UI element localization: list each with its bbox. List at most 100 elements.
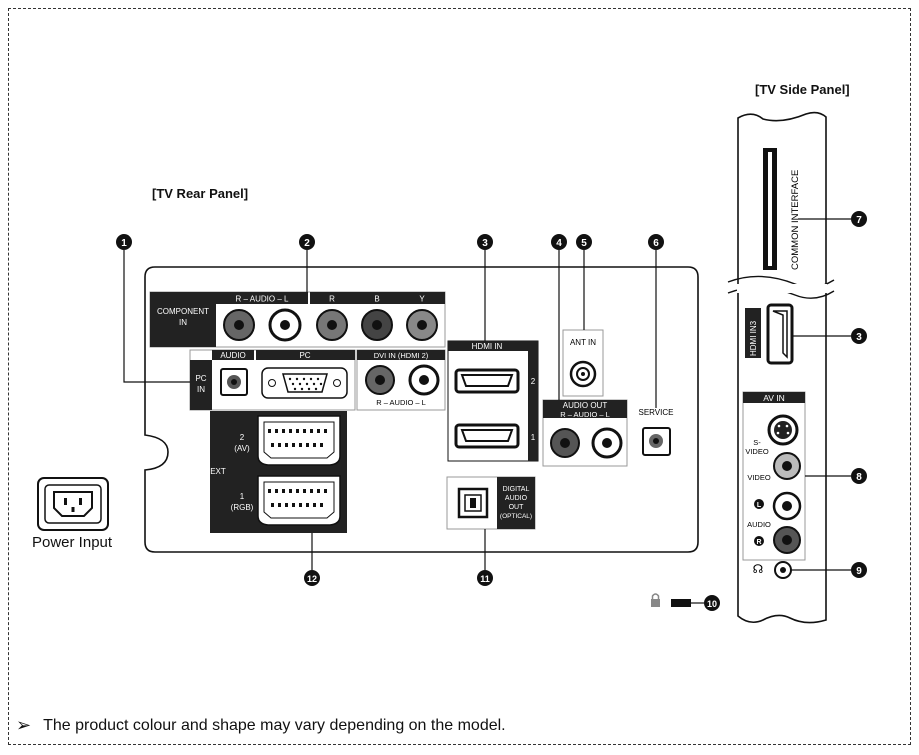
svg-text:2: 2 [304, 238, 310, 249]
svg-text:7: 7 [856, 215, 862, 226]
s-video-label-a: S- [753, 438, 761, 447]
callout-8: 8 [851, 468, 867, 484]
ext-1-label-b: (RGB) [231, 503, 254, 512]
ant-block [562, 329, 604, 397]
audio-out-jack-r [550, 428, 580, 458]
footer-note-text: The product colour and shape may vary de… [43, 716, 506, 734]
hdmi-1-label: 1 [531, 433, 536, 442]
hdmi-port-2 [454, 368, 520, 394]
vga-port [261, 367, 348, 399]
svg-text:8: 8 [856, 472, 862, 483]
ext-1-label-a: 1 [240, 492, 245, 501]
audio-l-badge: L [754, 499, 764, 509]
side-panel-title: [TV Side Panel] [755, 82, 850, 97]
rear-panel-title: [TV Rear Panel] [152, 186, 249, 201]
component-jack-pb [361, 309, 393, 341]
hdmi-bar [448, 341, 538, 351]
audio-r-jack [773, 526, 801, 554]
callout-9: 9 [851, 562, 867, 578]
break-gap [737, 284, 827, 293]
svg-text:1: 1 [121, 238, 127, 249]
scart-2 [257, 415, 341, 466]
ext-2-label-a: 2 [240, 433, 245, 442]
callout-6: 6 [648, 234, 664, 250]
headphone-jack [774, 561, 792, 579]
audio-out-bar [543, 400, 627, 418]
ant-jack [569, 360, 597, 388]
svg-text:6: 6 [653, 238, 659, 249]
pc-label: PC [299, 351, 310, 360]
callout-12: 12 [304, 570, 320, 586]
service-jack [642, 427, 671, 456]
pc-audio-label: AUDIO [220, 351, 245, 360]
callout-7: 7 [851, 211, 867, 227]
callout-2: 2 [299, 234, 315, 250]
optical-port [457, 487, 489, 519]
leader-lines-side [791, 218, 851, 571]
leader-lines-rear [123, 250, 657, 570]
hdmi-side-bar [528, 351, 538, 461]
audio-out-label: AUDIO OUT [563, 401, 608, 410]
pc-audio-bar [212, 350, 254, 360]
dvi-jack-l [408, 364, 440, 396]
power-socket [37, 477, 109, 531]
pc-in-label-a: PC [195, 374, 206, 383]
component-in-label: COMPONENT [157, 307, 209, 316]
video-jack [773, 452, 801, 480]
dvi-label: DVI IN (HDMI 2) [374, 351, 429, 360]
pc-in-label-b: IN [197, 385, 205, 394]
pc-bar [256, 350, 355, 360]
pb-label: B [374, 295, 379, 304]
service-label: SERVICE [639, 408, 674, 417]
svg-text:9: 9 [856, 566, 862, 577]
callout-11: 11 [477, 570, 493, 586]
scart-1 [257, 475, 341, 526]
optical-label-b: AUDIO [505, 495, 528, 502]
callout-5: 5 [576, 234, 592, 250]
svg-text:11: 11 [480, 574, 490, 584]
optical-label-d: (OPTICAL) [500, 513, 532, 520]
arrow-icon: ➢ [16, 715, 32, 735]
audio-r-badge: R [754, 536, 764, 546]
component-in-label2: IN [179, 318, 187, 327]
component-video-bar [310, 292, 445, 304]
y-label: Y [419, 295, 425, 304]
svg-text:3: 3 [856, 332, 862, 343]
audio-label: AUDIO [747, 520, 771, 529]
svg-text:R: R [756, 539, 761, 546]
svg-text:4: 4 [556, 238, 562, 249]
ant-in-label: ANT IN [570, 338, 596, 347]
pr-label: R [329, 295, 335, 304]
common-interface-label: COMMON INTERFACE [790, 170, 801, 270]
callout-3-side: 3 [851, 328, 867, 344]
ext-2-label-b: (AV) [234, 444, 250, 453]
svg-text:10: 10 [707, 599, 717, 609]
side-panel-outline [737, 111, 827, 624]
footer-note: ➢ The product colour and shape may vary … [16, 715, 506, 736]
audio-out-rl-label: R – AUDIO – L [560, 410, 610, 419]
component-jack-y [406, 309, 438, 341]
power-input-label: Power Input [32, 534, 113, 551]
hdmi-2-label: 2 [531, 377, 536, 386]
pc-audio-jack [220, 368, 248, 396]
optical-label-bg [497, 477, 535, 529]
component-jack-r [223, 309, 255, 341]
av-in-bar [743, 392, 805, 403]
component-audio-bar [216, 292, 308, 304]
audio-out-jack-l [591, 427, 623, 459]
optical-label-c: OUT [509, 504, 525, 511]
kensington-lock [651, 593, 704, 607]
common-interface-slot [763, 148, 777, 270]
audio-l-jack [772, 491, 802, 521]
hdmi3-label-bg [745, 308, 761, 358]
hdmi3-port [766, 303, 794, 365]
pc-in-label-bg [190, 360, 212, 410]
callout-4: 4 [551, 234, 567, 250]
headphone-icon: ☊ [753, 562, 764, 576]
component-label-bg [150, 292, 216, 347]
component-jack-pr [316, 309, 348, 341]
s-video-jack [767, 414, 799, 446]
svg-text:5: 5 [581, 238, 587, 249]
optical-label-a: DIGITAL [503, 486, 530, 493]
component-jack-l [268, 308, 302, 342]
